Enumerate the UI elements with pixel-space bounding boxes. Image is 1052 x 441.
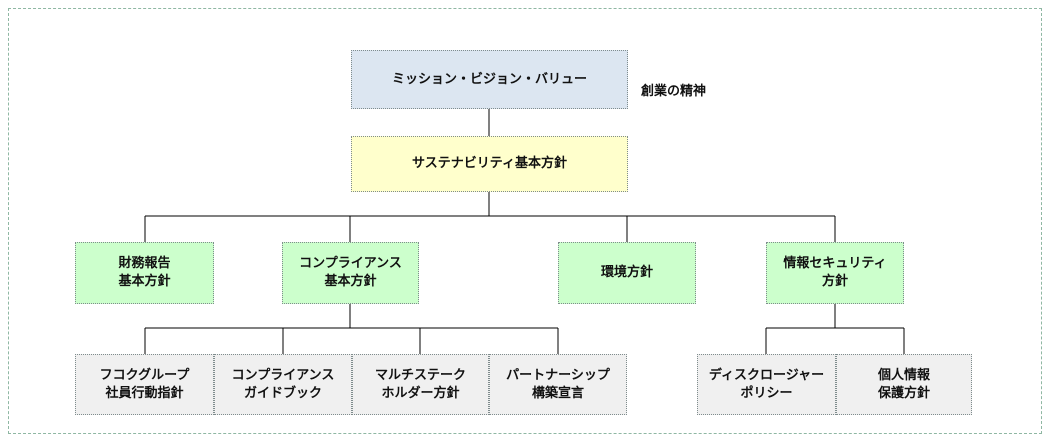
sustainability-policy-box: サステナビリティ基本方針	[351, 136, 628, 192]
mission-vision-value-box: ミッション・ビジョン・バリュー	[351, 50, 628, 109]
founding-spirit-label: 創業の精神	[641, 84, 707, 99]
diagram-frame	[8, 8, 1042, 434]
compliance-policy-box: コンプライアンス 基本方針	[282, 242, 419, 304]
employee-conduct-guidelines-box: フコクグループ 社員行動指針	[75, 354, 214, 415]
multi-stakeholder-policy-box: マルチステーク ホルダー方針	[352, 354, 489, 415]
environmental-policy-box: 環境方針	[558, 242, 696, 304]
compliance-guidebook-box: コンプライアンス ガイドブック	[214, 354, 352, 415]
information-security-policy-box: 情報セキュリティ 方針	[766, 242, 904, 304]
financial-reporting-policy-box: 財務報告 基本方針	[75, 242, 214, 304]
privacy-policy-box: 個人情報 保護方針	[836, 354, 972, 415]
partnership-declaration-box: パートナーシップ 構築宣言	[489, 354, 627, 415]
disclosure-policy-box: ディスクロージャー ポリシー	[697, 354, 836, 415]
